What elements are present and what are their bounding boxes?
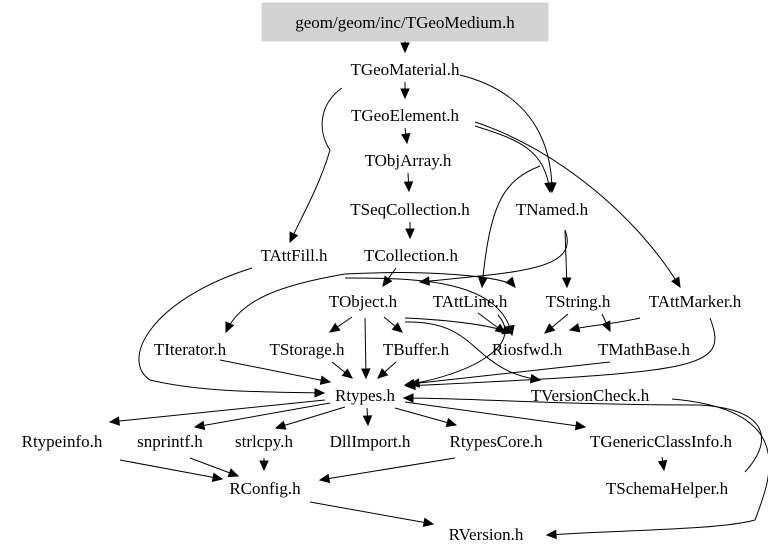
edge-rtypes-to-rtypeinfo: [109, 399, 326, 423]
node-tnamed[interactable]: TNamed.h: [516, 200, 589, 219]
edge-tgeomaterial-to-tnamed: [459, 74, 553, 193]
arrowhead-tgeomaterial-to-tgeoelement: [400, 88, 410, 100]
node-rtypes[interactable]: Rtypes.h: [335, 386, 395, 405]
node-tobjarray[interactable]: TObjArray.h: [365, 151, 452, 170]
node-tobject[interactable]: TObject.h: [329, 292, 398, 311]
arrowhead-tstorage-to-rtypes: [341, 368, 353, 379]
edge-tattfill-to-riosfwd: [344, 277, 513, 336]
arrowhead-rtypeinfo-to-rconfig: [211, 472, 224, 482]
node-riosfwd[interactable]: Riosfwd.h: [492, 340, 563, 359]
arrowhead-snprintf-to-rconfig: [227, 468, 240, 478]
arrowhead-rconfig-to-rversion: [422, 517, 435, 528]
arrowhead-tgeomaterial-to-tattfill: [289, 231, 299, 244]
node-strlcpy[interactable]: strlcpy.h: [235, 432, 293, 451]
arrowhead-tseqcollection-to-tcollection: [405, 228, 415, 240]
edge-rtypeinfo-to-rconfig: [119, 459, 223, 480]
arrowhead-tgeoelement-to-tobjarray: [401, 132, 411, 145]
node-tgenericclassinfo[interactable]: TGenericClassInfo.h: [590, 432, 733, 451]
node-snprintf[interactable]: snprintf.h: [137, 432, 203, 451]
arrowhead-tobject-to-tversioncheck: [529, 373, 542, 384]
node-tstorage[interactable]: TStorage.h: [269, 340, 345, 359]
edge-rtypes-to-rtypescore: [394, 407, 457, 426]
edge-tobject-to-rtypes: [364, 317, 367, 379]
edge-tattfill-to-rtypes: [138, 267, 325, 394]
arrowhead-tstring-to-tmathbase: [601, 320, 611, 333]
node-rtypescore[interactable]: RtypesCore.h: [449, 432, 543, 451]
arrowhead-tgeoelement-to-tattmarker: [671, 276, 681, 289]
edge-tgeoelement-to-tattmarker: [474, 121, 681, 288]
edge-rtypes-to-tgenericclassinfo: [404, 401, 586, 428]
arrowhead-tattmarker-to-riosfwd: [568, 323, 581, 333]
node-tbuffer[interactable]: TBuffer.h: [383, 340, 450, 359]
node-tattline[interactable]: TAttLine.h: [433, 292, 508, 311]
arrowhead-tschemahelper-to-rtypes: [402, 393, 414, 403]
arrowhead-strlcpy-to-rconfig: [259, 460, 269, 472]
node-rconfig[interactable]: RConfig.h: [229, 479, 301, 498]
edge-titerator-to-rtypes: [219, 359, 331, 383]
edge-tnamed-to-tobject: [419, 229, 568, 283]
arrowhead-tversioncheck-to-rversion: [545, 529, 557, 540]
arrowhead-tcollection-to-tstring: [505, 276, 516, 288]
arrowhead-tobjarray-to-tseqcollection: [403, 181, 414, 193]
arrowhead-tobject-to-tstorage: [328, 322, 341, 333]
edge-rconfig-to-rversion: [309, 501, 434, 525]
edge-tnamed-to-tstring: [564, 229, 568, 288]
node-root[interactable]: geom/geom/inc/TGeoMedium.h: [295, 13, 515, 32]
arrowhead-tobject-to-tbuffer: [391, 322, 403, 333]
arrowhead-root-to-tgeomaterial: [400, 42, 410, 54]
edge-tgeoelement-to-tnamed: [474, 125, 551, 193]
arrowhead-rtypes-to-snprintf: [193, 420, 206, 431]
node-tgeomaterial[interactable]: TGeoMaterial.h: [350, 60, 460, 79]
arrowhead-tbuffer-to-rtypes: [377, 368, 389, 379]
node-tmathbase[interactable]: TMathBase.h: [598, 340, 691, 359]
node-tseqcollection[interactable]: TSeqCollection.h: [350, 200, 470, 219]
edges-layer: [108, 41, 768, 540]
edge-tcollection-to-titerator: [225, 273, 346, 333]
arrowhead-rtypes-to-strlcpy: [274, 420, 287, 430]
arrowhead-tattline-to-riosfwd: [494, 323, 506, 334]
edge-rtypes-to-strlcpy: [275, 406, 346, 429]
node-tstring[interactable]: TString.h: [546, 292, 611, 311]
node-tattfill[interactable]: TAttFill.h: [260, 246, 328, 265]
arrowhead-tcollection-to-tobject: [382, 275, 393, 287]
edge-tgeoelement-to-tattline: [481, 165, 541, 288]
arrowhead-tgeoelement-to-tnamed: [544, 182, 554, 194]
arrowhead-rtypes-to-dllimport: [362, 415, 373, 427]
node-rtypeinfo[interactable]: Rtypeinfo.h: [22, 432, 103, 451]
edge-tschemahelper-to-rtypes: [403, 397, 763, 473]
edge-tattline-to-rtypes: [404, 314, 506, 386]
node-tschemahelper[interactable]: TSchemaHelper.h: [606, 479, 729, 498]
arrowhead-tgenericclassinfo-to-tschemahelper: [657, 459, 668, 472]
arrowhead-tcollection-to-titerator: [225, 321, 235, 334]
arrowhead-tgeoelement-to-tattline: [478, 277, 488, 289]
arrowhead-tstring-to-riosfwd: [544, 323, 556, 334]
edge-rtypes-to-snprintf: [194, 402, 331, 428]
edge-tobject-to-tversioncheck: [404, 321, 541, 381]
node-titerator[interactable]: TIterator.h: [154, 340, 227, 359]
edge-tmathbase-to-rtypes: [409, 361, 611, 385]
edge-tgeomaterial-to-tattfill: [289, 87, 343, 243]
node-tgeoelement[interactable]: TGeoElement.h: [351, 106, 460, 125]
arrowhead-tobject-to-rtypes: [361, 368, 371, 380]
node-tcollection[interactable]: TCollection.h: [364, 246, 458, 265]
arrowhead-tattfill-to-rtypes: [314, 388, 326, 398]
node-rversion[interactable]: RVersion.h: [449, 525, 524, 544]
arrowhead-rtypes-to-rtypeinfo: [108, 416, 120, 426]
node-tattmarker[interactable]: TAttMarker.h: [649, 292, 742, 311]
arrowhead-tnamed-to-tstring: [561, 277, 572, 289]
node-tversioncheck[interactable]: TVersionCheck.h: [531, 386, 650, 405]
arrowhead-titerator-to-rtypes: [319, 375, 332, 385]
root-node-box: [261, 2, 549, 42]
edge-tattmarker-to-rtypes: [405, 317, 716, 387]
edge-rtypescore-to-rconfig: [319, 457, 456, 481]
edge-tversioncheck-to-rversion: [546, 398, 768, 536]
arrowhead-rtypes-to-rtypescore: [445, 417, 458, 428]
arrowhead-rtypescore-to-rconfig: [318, 473, 331, 484]
arrowhead-tmathbase-to-rtypes: [408, 378, 420, 388]
nodes-layer: geom/geom/inc/TGeoMedium.h TGeoMaterial.…: [22, 2, 742, 544]
node-dllimport[interactable]: DllImport.h: [330, 432, 411, 451]
arrowhead-rtypes-to-tgenericclassinfo: [574, 420, 587, 431]
